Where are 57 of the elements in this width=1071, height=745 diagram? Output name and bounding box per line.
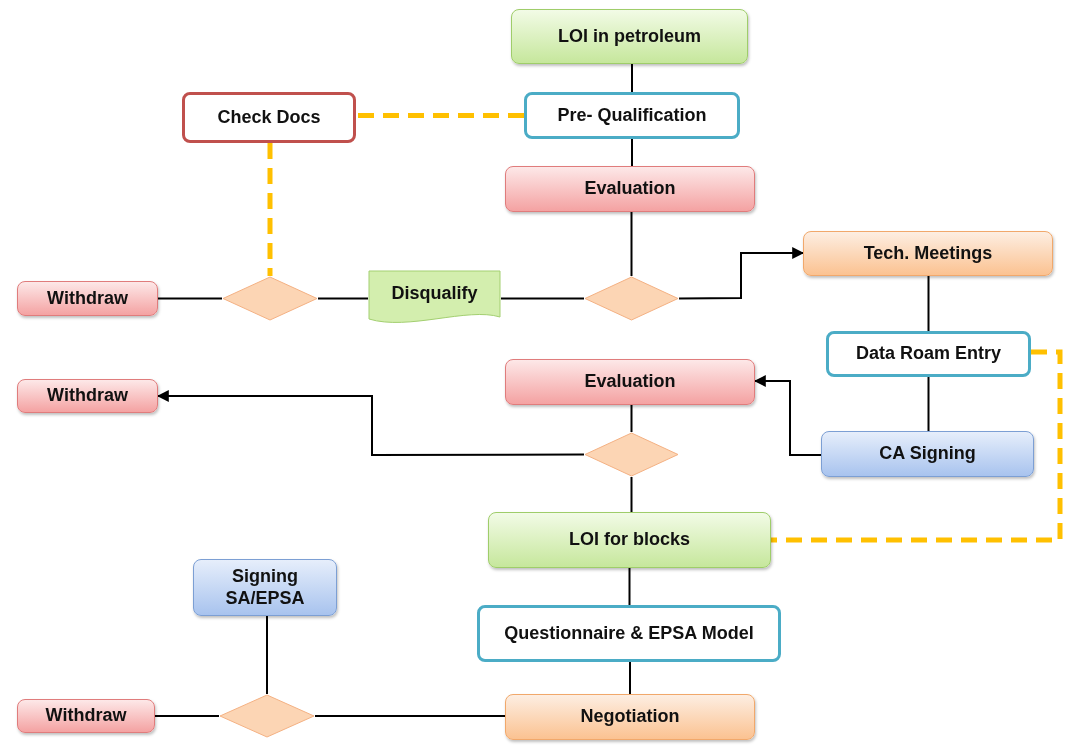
box-label: Disqualify [390, 282, 479, 305]
arrow [753, 375, 822, 456]
connector-line [630, 404, 633, 433]
box-label: Data Roam Entry [854, 343, 1002, 365]
connector-line [631, 63, 633, 93]
connector-line [500, 297, 585, 300]
connector-line [267, 143, 273, 276]
process-box [826, 331, 1031, 377]
box-label: LOI for blocks [568, 529, 691, 551]
process-box [17, 699, 155, 733]
box-label: Evaluation [583, 371, 677, 393]
process-box [488, 512, 771, 568]
connector-line [317, 297, 369, 300]
decision-diamond [584, 276, 679, 321]
arrow [678, 247, 805, 300]
process-box [17, 379, 158, 413]
connector-line [631, 138, 633, 167]
connector-line [628, 567, 631, 606]
box-label: Withdraw [46, 287, 129, 310]
process-box [505, 359, 755, 405]
connector-line [157, 297, 223, 300]
process-box [821, 431, 1034, 477]
process-box [182, 92, 356, 143]
connector-line [154, 715, 220, 717]
process-box [17, 281, 158, 316]
box-label: Evaluation [583, 178, 677, 200]
connector-line [629, 661, 631, 695]
connector-line [630, 211, 633, 277]
box-label: Withdraw [46, 385, 129, 407]
connector-line [771, 349, 1063, 543]
connector-line [356, 113, 524, 118]
box-label: Negotiation [579, 706, 681, 728]
process-box [803, 231, 1053, 276]
connector-line [266, 615, 268, 695]
decision-diamond [222, 276, 318, 321]
process-box [505, 694, 755, 740]
box-label: CA Signing [878, 443, 977, 465]
process-box [511, 9, 748, 64]
decision-diamond [219, 694, 315, 738]
document-shape [368, 270, 501, 325]
box-label: Questionnaire & EPSA Model [503, 622, 755, 645]
box-label: Check Docs [216, 106, 322, 129]
decision-diamond [584, 432, 679, 477]
arrow [156, 390, 585, 456]
process-box [505, 166, 755, 212]
box-label: LOI in petroleum [557, 25, 702, 48]
connector-line [314, 715, 506, 717]
connector-line [927, 376, 930, 432]
process-box [193, 559, 337, 616]
process-box [524, 92, 740, 139]
connector-line [927, 275, 930, 332]
box-label: Withdraw [44, 705, 128, 727]
process-box [477, 605, 781, 662]
box-label: Pre- Qualification [556, 104, 708, 127]
connector-line [630, 476, 633, 513]
box-label: Tech. Meetings [862, 242, 994, 265]
box-label: Signing SA/EPSA [224, 565, 306, 610]
